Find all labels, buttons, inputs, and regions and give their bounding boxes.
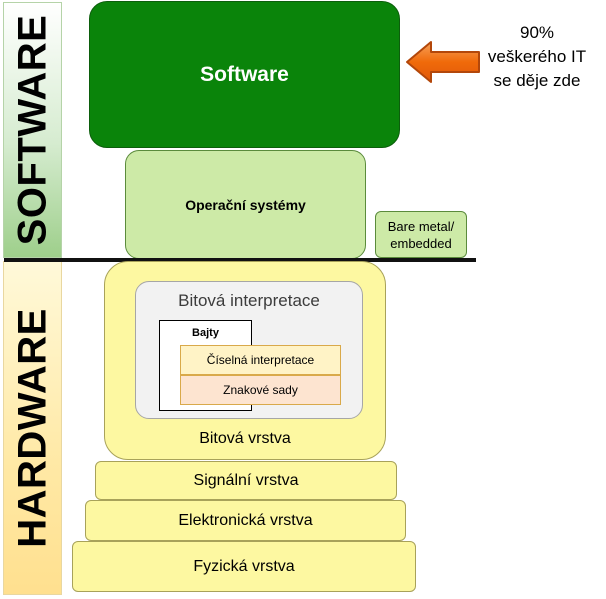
software-box: Software xyxy=(89,1,400,148)
software-band-label: SOFTWARE xyxy=(10,14,54,246)
electronic-layer-label: Elektronická vrstva xyxy=(178,511,313,529)
physical-layer-label: Fyzická vrstva xyxy=(193,557,295,575)
numeric-interpretation-label: Číselná interpretace xyxy=(206,353,315,367)
signal-layer-box: Signální vrstva xyxy=(95,461,397,500)
operating-systems-box: Operační systémy xyxy=(125,150,366,259)
annotation-text: 90% veškerého IT se děje zde xyxy=(476,18,598,96)
character-sets-label: Znakové sady xyxy=(223,383,298,397)
hardware-band: HARDWARE xyxy=(3,261,62,595)
numeric-interpretation-box: Číselná interpretace xyxy=(180,345,341,375)
annotation-line2: veškerého IT xyxy=(487,47,587,66)
left-arrow-icon xyxy=(406,41,480,83)
software-label: Software xyxy=(200,62,289,86)
bit-interpretation-label: Bitová interpretace xyxy=(178,291,320,310)
bare-metal-label-line2: embedded xyxy=(390,235,452,251)
signal-layer-label: Signální vrstva xyxy=(193,471,299,489)
bit-layer-label: Bitová vrstva xyxy=(199,430,291,447)
bare-metal-box: Bare metal/ embedded xyxy=(375,211,467,258)
character-sets-box: Znakové sady xyxy=(180,375,341,405)
physical-layer-box: Fyzická vrstva xyxy=(72,541,416,592)
annotation-line1: 90% xyxy=(519,23,555,42)
software-hardware-divider xyxy=(4,258,476,262)
bare-metal-label-line1: Bare metal/ xyxy=(387,218,455,234)
software-band: SOFTWARE xyxy=(3,2,62,258)
bytes-label: Bajty xyxy=(192,327,219,339)
annotation-line3: se děje zde xyxy=(493,71,581,90)
operating-systems-label: Operační systémy xyxy=(185,196,306,213)
hardware-band-label: HARDWARE xyxy=(10,308,54,548)
electronic-layer-box: Elektronická vrstva xyxy=(85,500,406,541)
